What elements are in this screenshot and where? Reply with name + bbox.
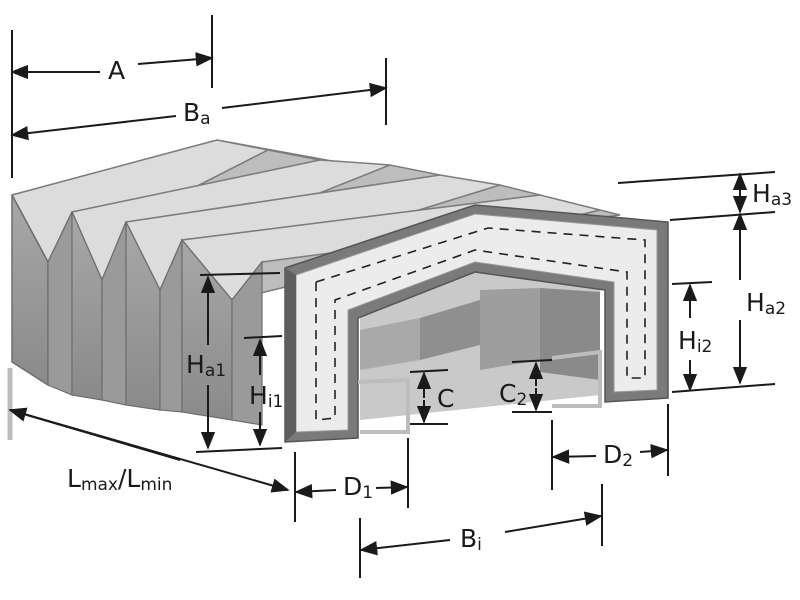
label-C: C bbox=[437, 384, 455, 413]
label-Lmax-Lmin: Lmax/Lmin bbox=[67, 464, 173, 495]
guide-rails bbox=[7, 349, 602, 440]
label-Ba: Ba bbox=[183, 98, 211, 129]
label-Ha1: Ha1 bbox=[186, 350, 227, 381]
dimension-lines bbox=[8, 15, 776, 578]
label-Ha2: Ha2 bbox=[746, 288, 787, 319]
label-Bi: Bi bbox=[460, 524, 482, 555]
label-D2: D2 bbox=[603, 440, 634, 471]
label-Hi1: Hi1 bbox=[249, 381, 284, 412]
label-Hi2: Hi2 bbox=[678, 326, 713, 357]
label-Ha3: Ha3 bbox=[752, 179, 793, 210]
front-frame bbox=[284, 204, 669, 443]
label-A: A bbox=[108, 56, 126, 85]
label-C2: C2 bbox=[499, 379, 528, 410]
label-D1: D1 bbox=[343, 472, 374, 503]
